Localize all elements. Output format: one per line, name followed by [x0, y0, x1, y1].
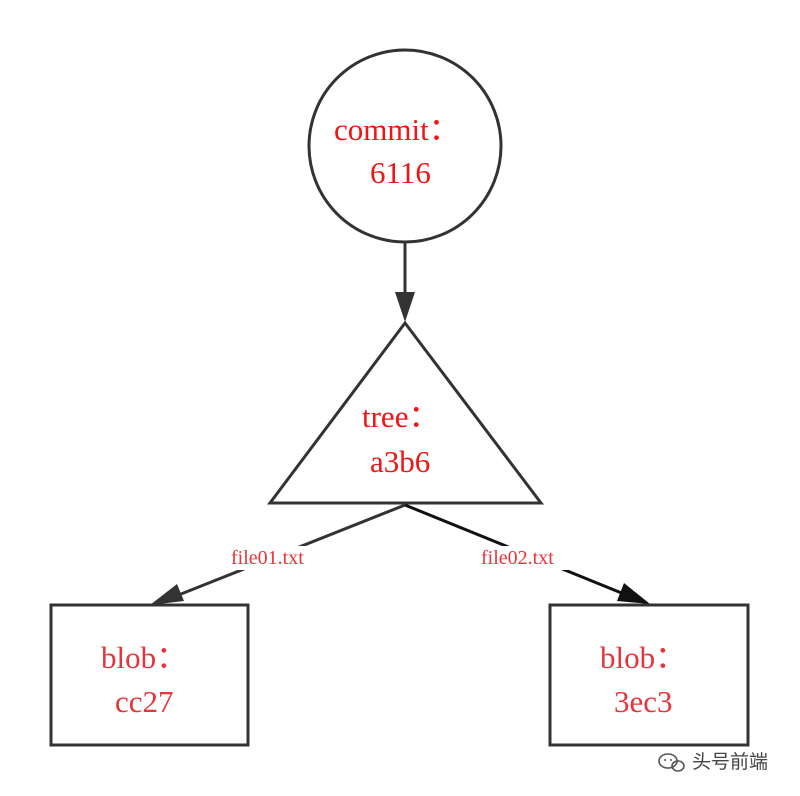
- edge-label-bg-left: [229, 546, 328, 570]
- tree-to-blob-right-edge: file02.txt: [404, 503, 650, 604]
- edge-label-file02: file02.txt: [481, 547, 554, 569]
- blob-left-node: blob： cc27: [49, 603, 250, 747]
- blob-right-node: blob： 3ec3: [548, 603, 750, 747]
- commit-hash: 6116: [370, 155, 431, 190]
- blob-left-label: blob：: [101, 640, 187, 675]
- wechat-channel-icon: [658, 753, 685, 772]
- commit-to-tree-edge: [395, 242, 415, 322]
- tree-node: tree： a3b6: [267, 320, 545, 505]
- watermark-text: 头号前端: [692, 751, 768, 773]
- tree-label: tree：: [362, 399, 439, 434]
- blob-left-box: [49, 603, 250, 747]
- commit-node: commit： 6116: [307, 48, 503, 244]
- tree-to-blob-left-edge: file01.txt: [150, 503, 406, 605]
- edge-label-bg-right: [479, 546, 578, 570]
- tree-to-blob-left-arrowhead: [150, 584, 184, 605]
- blob-right-label: blob：: [600, 640, 686, 675]
- commit-to-tree-arrowhead: [395, 292, 415, 322]
- blob-right-hash: 3ec3: [614, 684, 673, 719]
- watermark: 头号前端: [658, 751, 768, 773]
- commit-label: commit：: [334, 112, 460, 147]
- tree-to-blob-right-arrowhead: [617, 583, 650, 604]
- tree-hash: a3b6: [370, 444, 430, 479]
- blob-right-box: [548, 603, 750, 747]
- tree-triangle: [267, 320, 545, 505]
- blob-left-hash: cc27: [115, 684, 174, 719]
- edge-label-file01: file01.txt: [231, 547, 304, 569]
